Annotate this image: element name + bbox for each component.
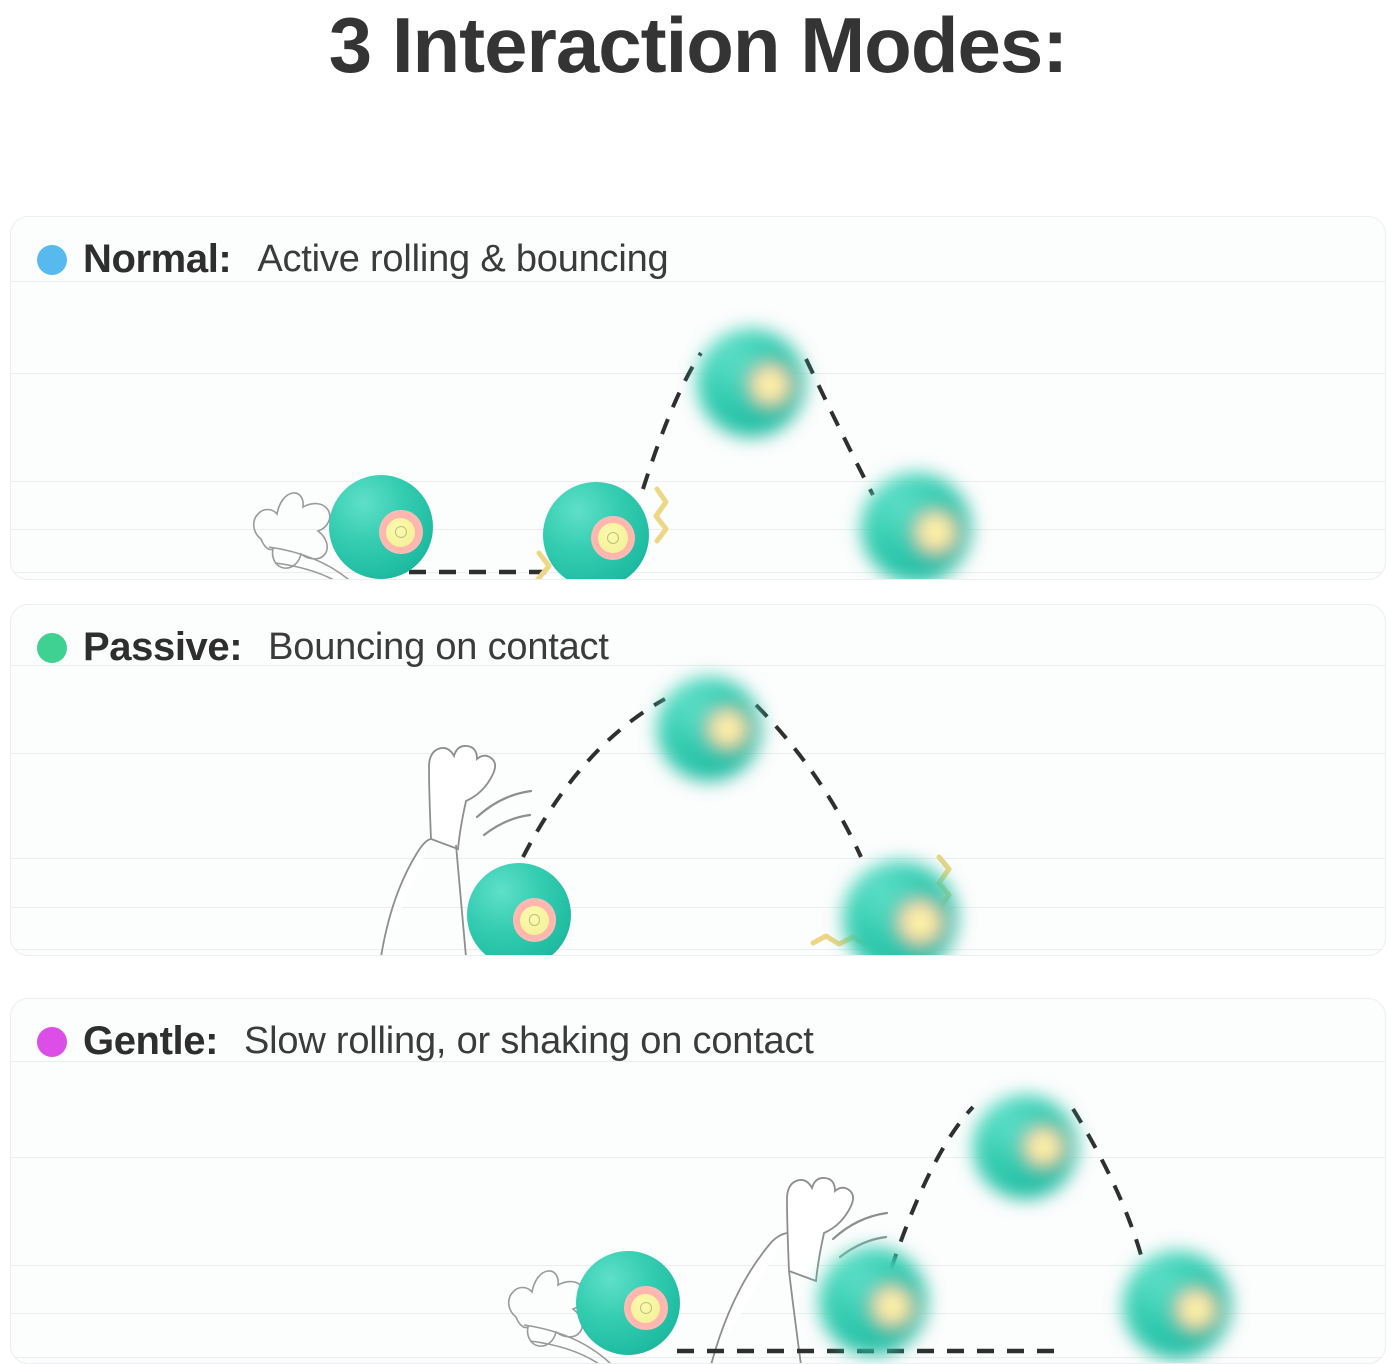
mode-card-normal: Normal: Active rolling & bouncing xyxy=(10,216,1386,580)
page-title: 3 Interaction Modes: xyxy=(328,1,1068,89)
mode-description-normal: Active rolling & bouncing xyxy=(257,238,669,280)
mode-description-passive: Bouncing on contact xyxy=(268,626,609,668)
mode-header-passive: Passive: Bouncing on contact xyxy=(37,625,609,670)
mode-description-gentle: Slow rolling, or shaking on contact xyxy=(244,1020,814,1062)
mode-dot-passive xyxy=(37,632,67,663)
mode-card-passive: Passive: Bouncing on contact xyxy=(10,604,1386,956)
card-rule-lines xyxy=(11,999,1385,1363)
mode-label-passive: Passive: xyxy=(83,625,243,669)
mode-dot-gentle xyxy=(37,1026,67,1057)
mode-label-normal: Normal: xyxy=(83,237,232,281)
mode-label-gentle: Gentle: xyxy=(83,1019,218,1063)
mode-dot-normal xyxy=(37,244,67,275)
mode-header-gentle: Gentle: Slow rolling, or shaking on cont… xyxy=(37,1019,814,1064)
mode-header-normal: Normal: Active rolling & bouncing xyxy=(37,237,669,282)
mode-card-gentle: Gentle: Slow rolling, or shaking on cont… xyxy=(10,998,1386,1364)
